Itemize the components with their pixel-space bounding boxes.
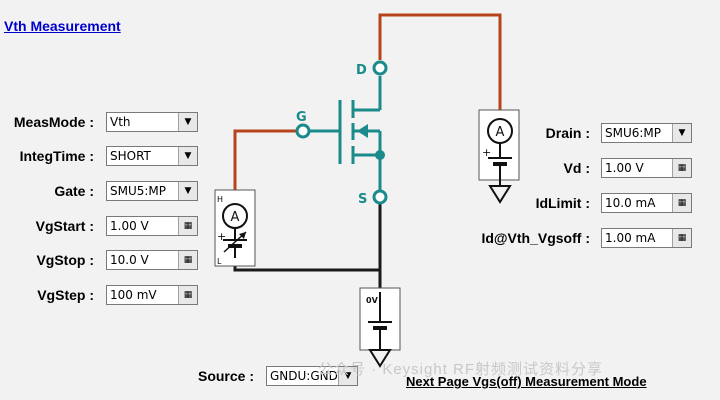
source-value: GNDU:GND <box>270 369 338 383</box>
source-select[interactable]: GNDU:GND ▼ <box>266 366 358 386</box>
page-title-link[interactable]: Vth Measurement <box>4 18 121 34</box>
source-label: Source : <box>197 368 254 384</box>
chevron-down-icon[interactable]: ▼ <box>178 182 197 200</box>
gate-smu-plus: + <box>217 230 226 243</box>
chevron-down-icon[interactable]: ▼ <box>338 367 357 385</box>
idlimit-value: 10.0 mA <box>605 196 656 210</box>
gate-label: Gate : <box>54 183 94 199</box>
integtime-value: SHORT <box>110 149 151 163</box>
vd-input[interactable]: 1.00 V ▦ <box>601 158 692 178</box>
mosfet-arrow <box>357 124 368 138</box>
vgstop-label: VgStop : <box>36 252 94 268</box>
body-node <box>375 150 385 160</box>
drain-ammeter-label: A <box>496 125 505 140</box>
calculator-icon[interactable]: ▦ <box>672 229 691 247</box>
calculator-icon[interactable]: ▦ <box>672 194 691 212</box>
id-vth-vgsoff-value: 1.00 mA <box>605 231 656 245</box>
calculator-icon[interactable]: ▦ <box>178 251 197 269</box>
chevron-down-icon[interactable]: ▼ <box>178 113 197 131</box>
terminal-g-label: G <box>296 110 307 125</box>
integtime-select[interactable]: SHORT ▼ <box>106 146 198 166</box>
measmode-select[interactable]: Vth ▼ <box>106 112 198 132</box>
next-page-link[interactable]: Next Page Vgs(off) Measurement Mode <box>406 374 647 389</box>
drain-label: Drain : <box>545 125 590 141</box>
source-gndu-symbol <box>359 287 401 368</box>
gate-smu-h-label: H <box>217 195 223 204</box>
vgstart-value: 1.00 V <box>110 219 149 233</box>
drain-terminal <box>372 60 388 76</box>
source-zero-volt-label: 0V <box>366 296 379 305</box>
vd-label: Vd : <box>563 160 590 176</box>
vgstep-input[interactable]: 100 mV ▦ <box>106 285 198 305</box>
gate-smu-value: SMU5:MP <box>110 184 167 198</box>
vgstop-value: 10.0 V <box>110 253 149 267</box>
ground-wire <box>233 258 380 272</box>
calculator-icon[interactable]: ▦ <box>178 217 197 235</box>
chevron-down-icon[interactable]: ▼ <box>178 147 197 165</box>
gate-ammeter-label: A <box>231 210 240 225</box>
gate-terminal <box>295 123 311 139</box>
vgstart-label: VgStart : <box>35 218 94 234</box>
vgstep-value: 100 mV <box>110 288 157 302</box>
drain-smu-plus: + <box>482 146 491 159</box>
idlimit-input[interactable]: 10.0 mA ▦ <box>601 193 692 213</box>
drain-smu-select[interactable]: SMU6:MP ▼ <box>601 123 692 143</box>
source-terminal <box>372 189 388 205</box>
mosfet-symbol <box>310 76 382 190</box>
calculator-icon[interactable]: ▦ <box>178 286 197 304</box>
gate-wire <box>233 129 303 190</box>
measmode-value: Vth <box>110 115 131 129</box>
calculator-icon[interactable]: ▦ <box>672 159 691 177</box>
terminal-d-label: D <box>356 63 367 78</box>
gate-smu-symbol <box>214 189 256 267</box>
integtime-label: IntegTime : <box>19 148 94 164</box>
id-vth-vgsoff-input[interactable]: 1.00 mA ▦ <box>601 228 692 248</box>
vgstart-input[interactable]: 1.00 V ▦ <box>106 216 198 236</box>
id-vth-vgsoff-label: Id@Vth_Vgsoff : <box>481 230 590 246</box>
gate-smu-select[interactable]: SMU5:MP ▼ <box>106 181 198 201</box>
terminal-s-label: S <box>358 192 367 207</box>
drain-smu-value: SMU6:MP <box>605 126 662 140</box>
chevron-down-icon[interactable]: ▼ <box>672 124 691 142</box>
gate-smu-l-label: L <box>217 257 222 266</box>
vgstop-input[interactable]: 10.0 V ▦ <box>106 250 198 270</box>
drain-wire <box>378 13 502 110</box>
drain-smu-symbol <box>478 109 520 204</box>
measmode-label: MeasMode : <box>13 114 94 130</box>
vd-value: 1.00 V <box>605 161 644 175</box>
vgstep-label: VgStep : <box>37 287 94 303</box>
idlimit-label: IdLimit : <box>535 195 590 211</box>
watermark-text: 公众号 · Keysight RF射频测试资料分享 <box>318 361 604 378</box>
